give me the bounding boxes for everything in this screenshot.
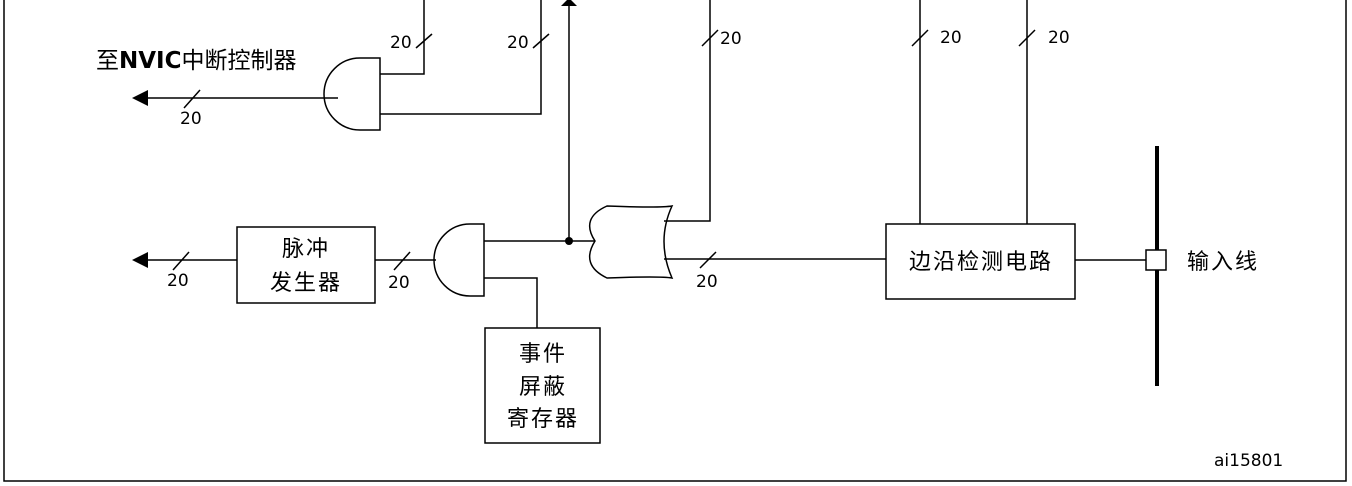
edge-detect-box: [885, 223, 1076, 300]
bus-slash-nvic: [183, 89, 201, 109]
pulse-generator-box: [236, 226, 376, 304]
bus-width-pulse-out: 20: [167, 271, 189, 291]
figure-id: ai15801: [1214, 451, 1283, 471]
bus-slash-pulse-out: [172, 251, 190, 271]
bus-width-top-right-a: 20: [940, 28, 962, 48]
wire-bottom-and-input-2: [484, 277, 538, 328]
bus-slash-top-left-a: [415, 33, 433, 49]
bus-width-or-out: 20: [696, 272, 718, 292]
bus-slash-top-right-b: [1018, 29, 1036, 47]
input-line-label: 输入线: [1187, 250, 1259, 275]
event-and-gate: [433, 223, 485, 297]
bus-slash-top-mid: [701, 29, 719, 47]
bus-width-top-left-a: 20: [390, 33, 412, 53]
bus-slash-or-out: [699, 251, 717, 269]
nvic-label: 至NVIC中断控制器: [96, 48, 297, 74]
bus-width-top-mid: 20: [720, 29, 742, 49]
bus-slash-top-left-b: [532, 33, 550, 49]
interrupt-and-gate: [323, 57, 381, 131]
bus-slash-pulse-in: [393, 251, 411, 271]
or-gate: [588, 205, 674, 279]
pulse-generator-label-1: 脉冲: [282, 237, 330, 262]
upward-arrow-icon: [561, 0, 577, 6]
bus-width-top-right-b: 20: [1048, 28, 1070, 48]
wire-top-and-input-2: [380, 0, 542, 115]
event-mask-label-3: 寄存器: [507, 407, 579, 432]
pulse-out-arrow-icon: [132, 252, 148, 268]
event-mask-register-box: [484, 327, 601, 444]
wire-top-and-input-1: [380, 0, 425, 75]
diagram-frame: [3, 0, 1347, 482]
event-mask-label-1: 事件: [519, 342, 567, 367]
bus-width-top-left-b: 20: [507, 33, 529, 53]
bus-slash-top-right-a: [911, 29, 929, 47]
nvic-arrow-icon: [132, 90, 148, 106]
bus-width-pulse-in: 20: [388, 273, 410, 293]
input-pin-square: [1145, 249, 1167, 271]
event-mask-label-2: 屏蔽: [519, 375, 567, 400]
wire-or-input-top: [664, 0, 711, 222]
bus-width-nvic-out: 20: [180, 109, 202, 129]
edge-detect-label: 边沿检测电路: [909, 250, 1053, 275]
pulse-generator-label-2: 发生器: [270, 271, 342, 296]
